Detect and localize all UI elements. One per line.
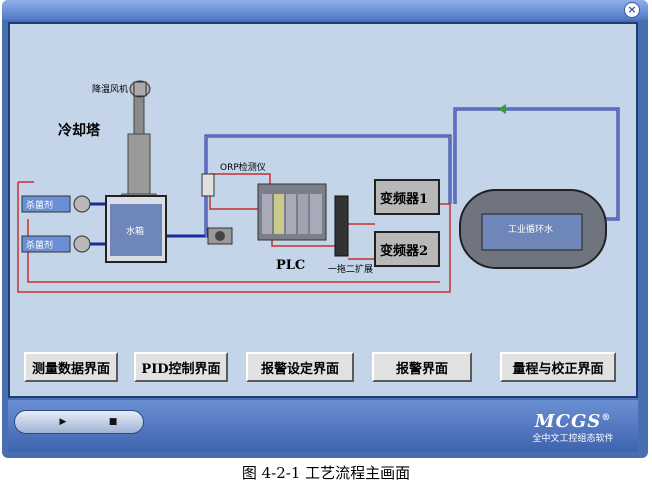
figure-caption: 图 4-2-1 工艺流程主画面 xyxy=(241,464,411,482)
vfd-1-label: 变频器1 xyxy=(380,192,429,207)
expansion-module xyxy=(334,195,349,257)
playback-control: ▶ ■ xyxy=(14,410,144,434)
mcgs-logo: MCGS® 全中文工控组态软件 xyxy=(518,408,628,448)
brand-logo: MCGS xyxy=(534,411,602,432)
pid-control-button[interactable]: PID控制界面 xyxy=(134,352,228,382)
vfd-2 xyxy=(374,231,440,267)
registered-mark: ® xyxy=(601,413,612,423)
cooling-tower-label: 冷却塔 xyxy=(58,123,100,139)
agent-2-label: 杀菌剂 xyxy=(26,241,54,251)
title-bar: × xyxy=(2,0,648,20)
agent-tank-1 xyxy=(21,195,71,213)
alarm-settings-button[interactable]: 报警设定界面 xyxy=(246,352,354,382)
close-button[interactable]: × xyxy=(624,2,640,18)
pump-icon xyxy=(73,195,91,253)
range-calibration-button[interactable]: 量程与校正界面 xyxy=(500,352,616,382)
circulating-tank-label: 工业循环水 xyxy=(508,225,554,235)
process-flow-diagram xyxy=(17,80,620,293)
measurement-data-button[interactable]: 测量数据界面 xyxy=(24,352,118,382)
water-tank-label: 水箱 xyxy=(126,227,145,237)
fan-label: 降温风机 xyxy=(92,85,129,95)
agent-tank-2 xyxy=(21,235,71,253)
flow-arrow-icon xyxy=(498,104,506,114)
play-icon[interactable]: ▶ xyxy=(59,417,67,427)
orp-meter-label: ORP检测仪 xyxy=(220,163,266,173)
process-panel: 冷却塔 降温风机 水箱 ORP检测仪 PLC 一拖二扩展 变频器1 变频器2 工… xyxy=(8,22,638,398)
orp-meter xyxy=(201,173,215,197)
fan-icon xyxy=(129,80,151,98)
plc-rack xyxy=(257,183,327,241)
alarm-screen-button[interactable]: 报警界面 xyxy=(372,352,472,382)
close-icon: × xyxy=(627,3,637,16)
brand-tagline: 全中文工控组态软件 xyxy=(532,434,614,444)
water-tank xyxy=(105,195,167,263)
plc-label: PLC xyxy=(276,258,306,273)
agent-1-label: 杀菌剂 xyxy=(26,201,54,211)
stop-icon[interactable]: ■ xyxy=(108,417,118,427)
valve-icon xyxy=(207,227,233,245)
circulating-water-tank xyxy=(459,189,607,269)
vfd-1 xyxy=(374,179,440,215)
cooling-tower xyxy=(117,93,161,205)
vfd-2-label: 变频器2 xyxy=(380,244,429,259)
expansion-label: 一拖二扩展 xyxy=(328,265,374,275)
